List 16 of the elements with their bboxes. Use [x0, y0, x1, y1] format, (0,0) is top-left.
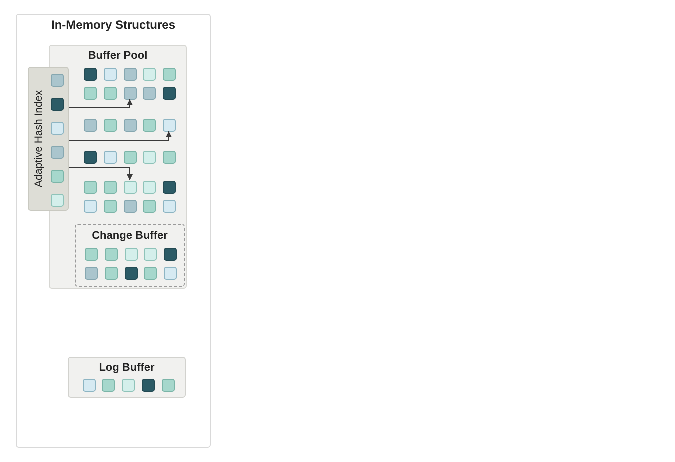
pool-panel — [49, 45, 187, 289]
panel-heading: In-Memory Structures — [51, 19, 176, 33]
buffer-panel — [68, 357, 186, 398]
arrow — [68, 168, 133, 181]
side-panel — [28, 67, 69, 211]
panel-heading: Change Buffer — [92, 230, 168, 243]
dashed-panel — [75, 224, 185, 287]
outer-panel — [16, 14, 211, 448]
tile-icon — [162, 118, 176, 132]
arrow — [68, 99, 133, 108]
tile-icon — [124, 180, 136, 194]
vertical-label: Adaptive Hash Index — [33, 90, 46, 188]
tile-icon — [124, 86, 136, 100]
panel-heading: Log Buffer — [99, 362, 155, 375]
arrow — [68, 131, 172, 142]
panel-heading: Buffer Pool — [88, 50, 148, 63]
